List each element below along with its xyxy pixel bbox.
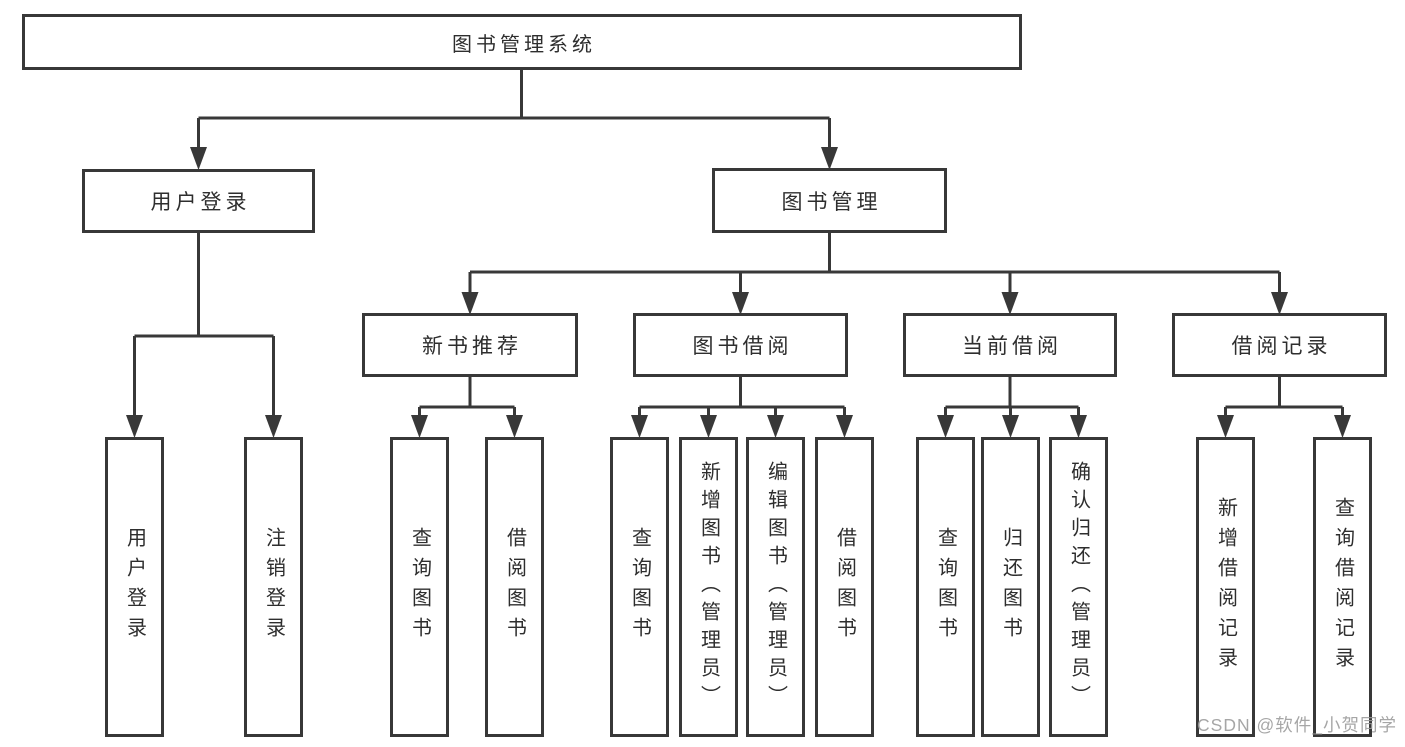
leaf-query-books-borrow-label: 查询图书 [628, 527, 651, 647]
leaf-confirm-return-admin: 确认归还（管理员） [1049, 437, 1108, 737]
node-user-login: 用户登录 [82, 169, 315, 233]
leaf-add-book-admin-label: 新增图书（管理员） [697, 461, 720, 713]
leaf-query-borrow-record: 查询借阅记录 [1313, 437, 1372, 737]
connector-bookmgmt-to-level3 [468, 233, 1281, 294]
connector-currentborrow-to-leaves [944, 377, 1080, 418]
leaf-logout: 注销登录 [244, 437, 303, 737]
node-borrow-records-label: 借阅记录 [1231, 335, 1332, 358]
node-new-book-recommend-label: 新书推荐 [422, 335, 522, 358]
leaf-return-book: 归还图书 [981, 437, 1040, 737]
connector-userlogin-to-leaves [133, 233, 275, 418]
node-new-book-recommend: 新书推荐 [362, 313, 578, 377]
leaf-query-borrow-record-label: 查询借阅记录 [1331, 497, 1354, 677]
node-book-management-label: 图书管理 [781, 190, 882, 214]
node-book-borrow-label: 图书借阅 [692, 335, 793, 358]
leaf-add-borrow-record-label: 新增借阅记录 [1214, 497, 1237, 677]
leaf-query-books-borrow: 查询图书 [610, 437, 669, 737]
leaf-return-book-label: 归还图书 [999, 527, 1022, 647]
node-borrow-records: 借阅记录 [1172, 313, 1387, 377]
leaf-confirm-return-admin-label: 确认归还（管理员） [1067, 461, 1090, 713]
leaf-query-books-current: 查询图书 [916, 437, 975, 737]
leaf-edit-book-admin-label: 编辑图书（管理员） [764, 461, 787, 713]
leaf-borrow-books-recommend-label: 借阅图书 [503, 527, 526, 647]
leaf-add-borrow-record: 新增借阅记录 [1196, 437, 1255, 737]
leaf-add-book-admin: 新增图书（管理员） [679, 437, 738, 737]
leaf-user-login-label: 用户登录 [123, 527, 146, 647]
node-root-label: 图书管理系统 [452, 33, 596, 56]
connector-newbook-to-leaves [418, 377, 516, 418]
node-user-login-label: 用户登录 [150, 191, 251, 214]
connector-bookborrow-to-leaves [638, 377, 846, 418]
leaf-query-books-recommend: 查询图书 [390, 437, 449, 737]
node-current-borrow-label: 当前借阅 [962, 335, 1062, 358]
leaf-borrow-books-label: 借阅图书 [833, 527, 856, 647]
leaf-borrow-books: 借阅图书 [815, 437, 874, 737]
node-root: 图书管理系统 [22, 14, 1022, 70]
leaf-borrow-books-recommend: 借阅图书 [485, 437, 544, 737]
connector-root-to-level2 [197, 70, 831, 150]
csdn-watermark: CSDN @软件_小贺同学 [1197, 715, 1397, 735]
leaf-logout-label: 注销登录 [262, 527, 285, 647]
leaf-query-books-current-label: 查询图书 [934, 527, 957, 647]
node-book-management: 图书管理 [712, 168, 947, 233]
leaf-query-books-recommend-label: 查询图书 [408, 527, 431, 647]
connector-records-to-leaves [1224, 377, 1344, 418]
leaf-edit-book-admin: 编辑图书（管理员） [746, 437, 805, 737]
node-book-borrow: 图书借阅 [633, 313, 848, 377]
leaf-user-login: 用户登录 [105, 437, 164, 737]
node-current-borrow: 当前借阅 [903, 313, 1117, 377]
